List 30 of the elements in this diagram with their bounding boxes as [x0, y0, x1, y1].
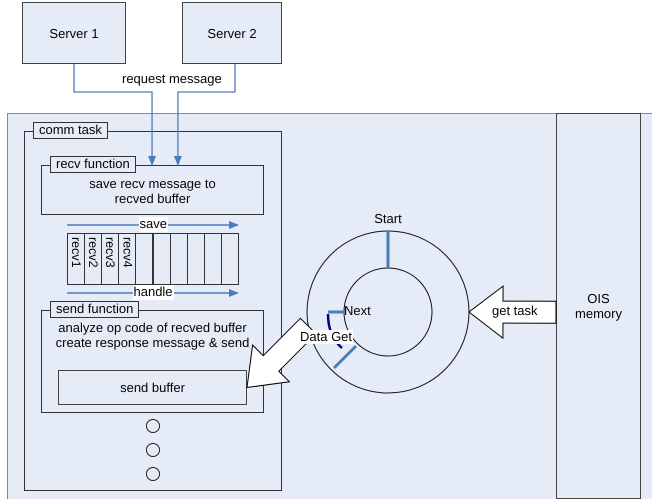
position-label: Next [344, 304, 371, 319]
continuation-circle [146, 443, 160, 457]
memory-box: OIS memory [556, 113, 641, 499]
process-box: Server 1 [22, 2, 126, 64]
box-text: analyze op code of recved buffer create response message & send [54, 321, 250, 351]
buffer-cell [170, 233, 188, 285]
arrow [73, 64, 156, 166]
buffer-cell: recv3 [101, 233, 120, 285]
box-text: save recv message to recved buffer [88, 177, 217, 207]
buffer-cell [220, 233, 239, 285]
arrow-label: save [138, 217, 168, 232]
buffer-cell [204, 233, 222, 285]
position-label: Start [373, 212, 403, 227]
continuation-circle [146, 467, 160, 481]
process-box: send buffer [58, 370, 247, 405]
continuation-circle [146, 419, 160, 433]
tab-label: comm task [33, 122, 108, 139]
buffer-cell: recv4 [118, 233, 136, 285]
buffer-cell [135, 233, 154, 285]
edge-label: get task [491, 304, 539, 318]
edge-label: request message [121, 72, 223, 86]
arrow-label: handle [132, 285, 174, 300]
edge-label: Data Get [299, 330, 354, 344]
arrow [174, 64, 236, 166]
buffer-cell [186, 233, 205, 285]
buffer-cell: recv1 [67, 233, 85, 285]
tab-label: send function [50, 301, 140, 318]
buffer-cell: recv2 [84, 233, 102, 285]
process-box: Server 2 [182, 2, 282, 64]
tab-label: recv function [50, 156, 136, 173]
